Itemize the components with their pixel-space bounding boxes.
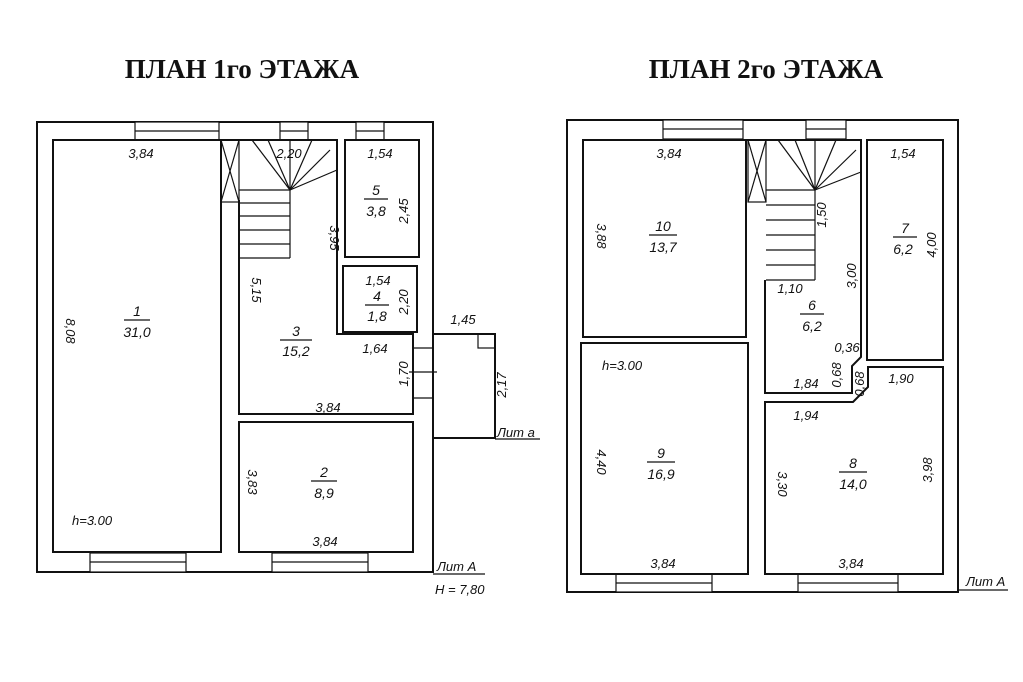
dimension-label: 1,54 xyxy=(367,146,392,161)
room-4-number: 4 xyxy=(373,288,381,304)
dimension-label: 3,84 xyxy=(315,400,340,415)
dimension-label: 3,98 xyxy=(920,457,935,483)
ceiling-height: h=3.00 xyxy=(72,513,113,528)
total-height: Н = 7,80 xyxy=(435,582,485,597)
ceiling-height: h=3.00 xyxy=(602,358,643,373)
staircase xyxy=(220,139,338,259)
room-6-number: 6 xyxy=(808,297,816,313)
dimension-label: 3,83 xyxy=(245,469,260,495)
dimension-label: 3,00 xyxy=(844,263,859,289)
dimension-label: 3,30 xyxy=(775,471,790,497)
room-4 xyxy=(342,265,418,333)
room-3-number: 3 xyxy=(292,323,300,339)
dimension-label: 1,84 xyxy=(793,376,818,391)
dimension-label: 0,36 xyxy=(834,340,860,355)
dimension-label: 3,88 xyxy=(594,223,609,249)
dimension-label: 4,40 xyxy=(594,449,609,475)
dimension-label: 4,00 xyxy=(924,232,939,258)
staircase xyxy=(747,139,862,281)
room-9-number: 9 xyxy=(657,445,665,461)
lit-a-label: Лит А xyxy=(965,574,1005,589)
room-1-area: 31,0 xyxy=(123,324,150,340)
dimension-label: 3,95 xyxy=(327,225,342,251)
room-7-number: 7 xyxy=(901,220,910,236)
dimension-label: 2,17 xyxy=(494,372,509,399)
room-7 xyxy=(866,139,944,361)
dimension-label: 1,90 xyxy=(888,371,914,386)
dimension-label: 1,50 xyxy=(814,202,829,228)
dimension-label: 1,10 xyxy=(777,281,803,296)
room-1-number: 1 xyxy=(133,303,141,319)
dimension-label: 1,64 xyxy=(362,341,387,356)
dimension-label: 1,94 xyxy=(793,408,818,423)
dimension-label: 1,45 xyxy=(450,312,476,327)
dimension-label: 8,08 xyxy=(63,318,78,344)
dimension-label: 2,20 xyxy=(275,146,302,161)
dimension-label: 3,84 xyxy=(312,534,337,549)
room-8 xyxy=(764,366,944,575)
room-6-area: 6,2 xyxy=(802,318,822,334)
dimension-label: 3,84 xyxy=(128,146,153,161)
dimension-label: 1,54 xyxy=(890,146,915,161)
room-8-area: 14,0 xyxy=(839,476,866,492)
room-7-area: 6,2 xyxy=(893,241,913,257)
room-1 xyxy=(52,139,222,553)
dimension-label: 3,84 xyxy=(650,556,675,571)
dimension-label: 1,54 xyxy=(365,273,390,288)
room-9-area: 16,9 xyxy=(647,466,674,482)
annex-lit-a xyxy=(432,333,496,439)
room-5-area: 3,8 xyxy=(366,203,386,219)
lit-a-label: Лит А xyxy=(436,559,476,574)
dimension-label: 5,15 xyxy=(249,277,264,303)
second-floor-plan: ПЛАН 2го ЭТАЖА xyxy=(566,54,1008,593)
room-2-area: 8,9 xyxy=(314,485,334,501)
first-floor-plan: ПЛАН 1го ЭТАЖА xyxy=(36,54,540,597)
room-2 xyxy=(238,421,414,553)
second-floor-title: ПЛАН 2го ЭТАЖА xyxy=(649,54,884,84)
dimension-label: 3,84 xyxy=(656,146,681,161)
dimension-label: 0,68 xyxy=(852,371,867,397)
dimension-label: 1,70 xyxy=(396,361,411,387)
room-5-number: 5 xyxy=(372,182,380,198)
room-10 xyxy=(582,139,747,338)
lit-a-small-label: Лит а xyxy=(496,425,535,440)
room-3-area: 15,2 xyxy=(282,343,309,359)
room-4-area: 1,8 xyxy=(367,308,387,324)
dimension-label: 0,68 xyxy=(829,362,844,388)
room-9 xyxy=(580,342,749,575)
first-floor-title: ПЛАН 1го ЭТАЖА xyxy=(125,54,360,84)
room-2-number: 2 xyxy=(319,464,328,480)
room-10-number: 10 xyxy=(655,218,671,234)
room-10-area: 13,7 xyxy=(649,239,677,255)
dimension-label: 2,20 xyxy=(396,289,411,316)
dimension-label: 3,84 xyxy=(838,556,863,571)
dimension-label: 2,45 xyxy=(396,198,411,225)
room-8-number: 8 xyxy=(849,455,857,471)
